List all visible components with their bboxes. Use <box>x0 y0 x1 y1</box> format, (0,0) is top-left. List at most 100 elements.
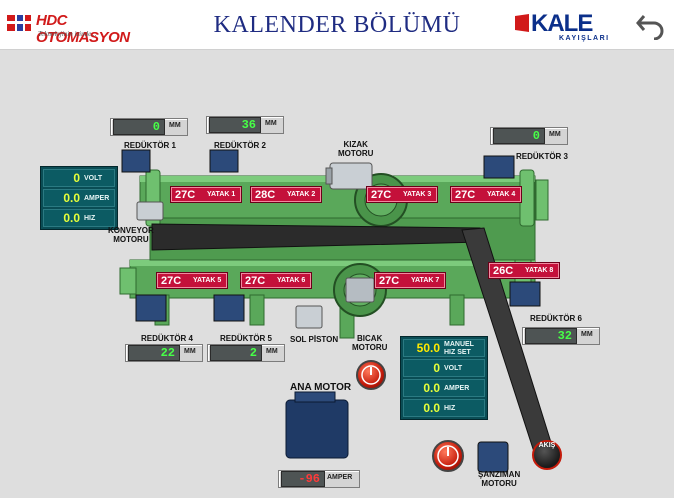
bearing-8: 26C YATAK 8 <box>488 262 560 279</box>
reducer-1-value: 0 <box>113 119 165 135</box>
manual-speed-label: MANUEL HIZ SET <box>444 341 474 356</box>
dial-needle-icon <box>437 445 459 467</box>
bearing-1: 27C YATAK 1 <box>170 186 242 203</box>
cutter-hiz-label: HIZ <box>444 405 456 412</box>
dial-needle-icon <box>361 365 381 385</box>
manual-speed-row[interactable]: 50.0 MANUEL HIZ SET <box>403 339 485 357</box>
akis-button-label: AKIŞ <box>538 442 556 449</box>
sol-piston-label: SOL PİSTON <box>290 335 339 344</box>
conveyor-hiz-row: 0.0 HIZ <box>43 209 115 227</box>
bearing-1-temp: 27C <box>175 189 196 201</box>
reducer-6-unit: MM <box>581 331 593 338</box>
header-bar: HDC OTOMASYON Teknolojinin izinde... KAL… <box>0 0 674 50</box>
kizak-motor-label: KIZAK MOTORU <box>338 140 374 158</box>
main-motor-amper: -96 AMPER <box>278 470 360 488</box>
left-logo-tagline: Teknolojinin izinde... <box>38 30 97 38</box>
conveyor-volt-value: 0 <box>73 171 80 185</box>
conveyor-motor-label: KONVEYOR MOTORU <box>108 226 154 244</box>
hdc-otomasyon-logo: HDC OTOMASYON Teknolojinin izinde... <box>6 10 156 46</box>
ana-motor-label: ANA MOTOR <box>290 382 352 393</box>
bearing-3: 27C YATAK 3 <box>366 186 438 203</box>
akis-button[interactable]: AKIŞ <box>532 440 562 470</box>
sanziman-motor-label: ŞANZIMAN MOTORU <box>478 470 521 488</box>
conveyor-amper-label: AMPER <box>84 195 110 202</box>
conveyor-volt-row: 0 VOLT <box>43 169 115 187</box>
bearing-2-temp: 28C <box>255 189 276 201</box>
cutter-volt-value: 0 <box>433 361 440 375</box>
main-motor-amper-label: AMPER <box>327 474 353 481</box>
cutter-motor-readings: 50.0 MANUEL HIZ SET 0 VOLT 0.0 AMPER 0.0… <box>400 336 488 420</box>
right-logo-sub: KAYIŞLARI <box>559 35 610 42</box>
bearing-2: 28C YATAK 2 <box>250 186 322 203</box>
right-logo-brand: KALE <box>531 10 593 37</box>
reducer-2-position: 36 MM <box>206 116 284 134</box>
bearing-3-temp: 27C <box>371 189 392 201</box>
reducer-5-unit: MM <box>266 348 278 355</box>
conveyor-amper-row: 0.0 AMPER <box>43 189 115 207</box>
bearing-7-temp: 27C <box>379 275 400 287</box>
manual-speed-value: 50.0 <box>416 341 440 355</box>
hdc-logo-icon <box>6 15 32 31</box>
conveyor-amper-value: 0.0 <box>63 191 80 205</box>
bearing-4: 27C YATAK 4 <box>450 186 522 203</box>
cutter-amper-value: 0.0 <box>423 381 440 395</box>
conveyor-hiz-label: HIZ <box>84 215 96 222</box>
reducer-2-unit: MM <box>265 120 277 127</box>
conveyor-volt-label: VOLT <box>84 175 103 182</box>
bearing-7-label: YATAK 7 <box>411 277 440 284</box>
left-logo-brand: HDC OTOMASYON <box>36 12 130 46</box>
reducer-3-value: 0 <box>493 128 545 144</box>
conveyor-hiz-value: 0.0 <box>63 211 80 225</box>
bearing-7: 27C YATAK 7 <box>374 272 446 289</box>
machine-panel: 0 MM REDÜKTÖR 1 36 MM REDÜKTÖR 2 0 MM RE… <box>0 50 674 498</box>
cutter-amper-label: AMPER <box>444 385 470 392</box>
calender-machine-diagram <box>119 149 555 473</box>
reducer-4-position: 22 MM <box>125 344 203 362</box>
reducer-1-position: 0 MM <box>110 118 188 136</box>
bearing-5-label: YATAK 5 <box>193 277 222 284</box>
bearing-4-temp: 27C <box>455 189 476 201</box>
bearing-3-label: YATAK 3 <box>403 191 432 198</box>
reducer-5-label: REDÜKTÖR 5 <box>220 334 273 343</box>
bearing-2-label: YATAK 2 <box>287 191 316 198</box>
cutter-amper-row: 0.0 AMPER <box>403 379 485 397</box>
cutter-volt-label: VOLT <box>444 365 463 372</box>
bearing-8-temp: 26C <box>493 265 514 277</box>
sanziman-motor-start-button[interactable] <box>432 440 464 472</box>
bearing-8-label: YATAK 8 <box>525 267 554 274</box>
reducer-2-value: 36 <box>209 117 261 133</box>
kale-kayislari-logo: KALE KAYIŞLARI <box>515 10 635 42</box>
reducer-4-label: REDÜKTÖR 4 <box>141 334 194 343</box>
reducer-1-unit: MM <box>169 122 181 129</box>
reducer-2-label: REDÜKTÖR 2 <box>214 141 267 150</box>
bearing-5-temp: 27C <box>161 275 182 287</box>
reducer-3-position: 0 MM <box>490 127 568 145</box>
reducer-4-unit: MM <box>184 348 196 355</box>
main-motor-amper-value: -96 <box>281 471 325 487</box>
bearing-6: 27C YATAK 6 <box>240 272 312 289</box>
bearing-6-temp: 27C <box>245 275 266 287</box>
bicak-motor-label: BICAK MOTORU <box>352 334 388 352</box>
reducer-4-value: 22 <box>128 345 180 361</box>
cutter-volt-row: 0 VOLT <box>403 359 485 377</box>
back-arrow-icon[interactable] <box>636 10 666 40</box>
bearing-1-label: YATAK 1 <box>207 191 236 198</box>
reducer-6-label: REDÜKTÖR 6 <box>530 314 583 323</box>
reducer-3-unit: MM <box>549 131 561 138</box>
reducer-5-position: 2 MM <box>207 344 285 362</box>
reducer-1-label: REDÜKTÖR 1 <box>124 141 177 150</box>
cutter-hiz-row: 0.0 HIZ <box>403 399 485 417</box>
cutter-hiz-value: 0.0 <box>423 401 440 415</box>
bicak-motor-start-button[interactable] <box>356 360 386 390</box>
reducer-6-value: 32 <box>525 328 577 344</box>
reducer-5-value: 2 <box>210 345 262 361</box>
page-title: KALENDER BÖLÜMÜ <box>213 12 461 38</box>
conveyor-motor-readings: 0 VOLT 0.0 AMPER 0.0 HIZ <box>40 166 118 230</box>
reducer-3-label: REDÜKTÖR 3 <box>516 152 569 161</box>
kale-logo-mark-icon <box>515 14 529 32</box>
bearing-5: 27C YATAK 5 <box>156 272 228 289</box>
bearing-6-label: YATAK 6 <box>277 277 306 284</box>
bearing-4-label: YATAK 4 <box>487 191 516 198</box>
reducer-6-position: 32 MM <box>522 327 600 345</box>
